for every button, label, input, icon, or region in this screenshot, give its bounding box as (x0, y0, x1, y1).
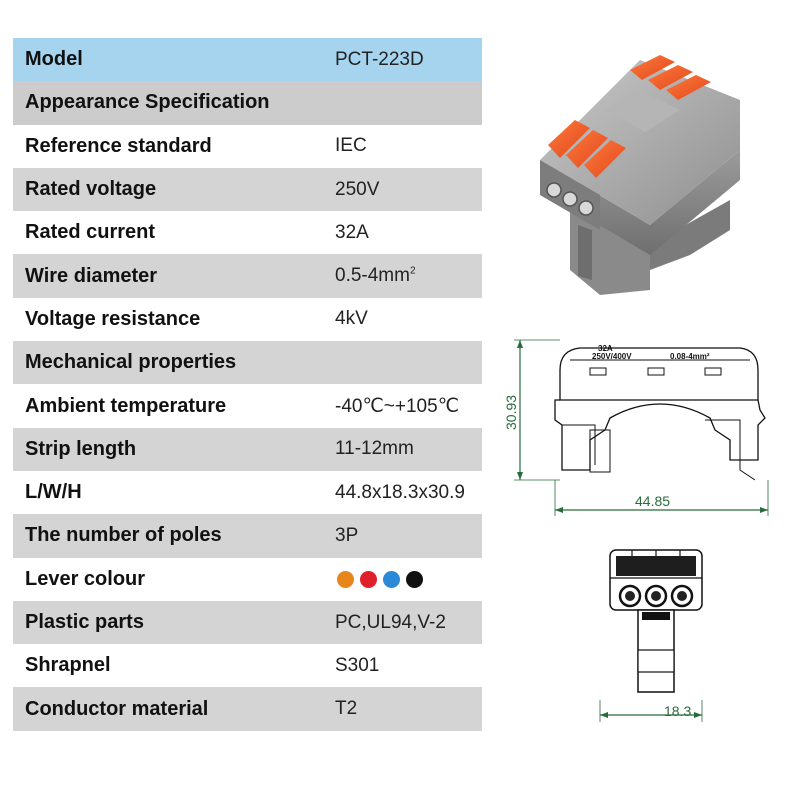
row-voltage-resistance: Voltage resistance 4kV (13, 297, 482, 342)
value-ambient-temperature: -40℃~+105℃ (335, 395, 460, 417)
width-dimension-label: 18.3 (664, 703, 691, 719)
value-plastic-parts: PC,UL94,V-2 (335, 611, 446, 633)
value-wire-diameter-sup: 2 (409, 265, 416, 277)
red-swatch (360, 570, 377, 588)
value-number-of-poles: 3P (335, 524, 359, 546)
marking-current: 32A (598, 344, 613, 353)
label-strip-length: Strip length (25, 437, 137, 460)
label-wire-diameter: Wire diameter (25, 264, 158, 287)
label-lwh: L/W/H (25, 481, 82, 504)
value-rated-current: 32A (335, 221, 369, 243)
row-reference-standard: Reference standard IEC (13, 124, 482, 168)
connector-product-image (540, 55, 740, 295)
side-dimension-drawing: 32A 250V/400V 0.08-4mm² 30.93 44.85 (503, 339, 769, 516)
label-lever-colour: Lever colour (25, 567, 146, 590)
orange-swatch (337, 570, 354, 588)
label-reference-standard: Reference standard (25, 134, 212, 157)
value-shrapnel: S301 (335, 654, 380, 676)
row-wire-diameter: Wire diameter 0.5-4mm2 (13, 254, 482, 298)
spec-table: Model PCT-223D Appearance Specification … (13, 38, 482, 731)
value-wire-diameter: 0.5-4mm2 (335, 265, 416, 287)
row-strip-length: Strip length 11-12mm (13, 427, 482, 471)
label-model: Model (25, 48, 83, 71)
value-strip-length: 11-12mm (335, 438, 414, 460)
row-lwh: L/W/H 44.8x18.3x30.9 (13, 470, 482, 515)
marking-wire: 0.08-4mm² (670, 352, 710, 361)
height-dimension-label: 30.93 (503, 395, 519, 430)
label-number-of-poles: The number of poles (25, 524, 222, 547)
row-rated-voltage: Rated voltage 250V (13, 167, 482, 212)
label-mechanical-properties: Mechanical properties (25, 351, 237, 374)
row-number-of-poles: The number of poles 3P (13, 514, 482, 558)
label-voltage-resistance: Voltage resistance (25, 307, 201, 330)
front-dimension-drawing: 18.3 (599, 549, 703, 722)
value-reference-standard: IEC (335, 135, 367, 157)
row-shrapnel: Shrapnel S301 (13, 644, 482, 688)
row-model: Model PCT-223D (13, 38, 482, 82)
row-mechanical-properties: Mechanical properties (13, 341, 482, 385)
row-lever-colour: Lever colour (13, 557, 482, 601)
label-conductor-material: Conductor material (25, 697, 209, 720)
black-swatch (406, 570, 423, 588)
row-rated-current: Rated current 32A (13, 211, 482, 255)
label-rated-current: Rated current (25, 221, 156, 244)
marking-voltage: 250V/400V (592, 352, 632, 361)
value-model: PCT-223D (335, 48, 424, 70)
blue-swatch (383, 570, 400, 588)
label-appearance-spec: Appearance Specification (25, 91, 270, 114)
row-appearance-spec: Appearance Specification (13, 81, 482, 125)
label-rated-voltage: Rated voltage (25, 178, 157, 201)
value-lwh: 44.8x18.3x30.9 (335, 481, 465, 503)
value-voltage-resistance: 4kV (335, 308, 368, 330)
row-ambient-temperature: Ambient temperature -40℃~+105℃ (13, 384, 482, 428)
value-conductor-material: T2 (335, 698, 358, 720)
value-rated-voltage: 250V (335, 178, 380, 200)
length-dimension-label: 44.85 (635, 493, 670, 509)
value-wire-diameter-text: 0.5-4mm (335, 265, 410, 287)
row-conductor-material: Conductor material T2 (13, 687, 482, 731)
label-plastic-parts: Plastic parts (25, 611, 144, 633)
row-plastic-parts: Plastic parts PC,UL94,V-2 (13, 600, 482, 645)
label-shrapnel: Shrapnel (25, 654, 111, 677)
label-ambient-temperature: Ambient temperature (25, 394, 227, 417)
lever-colour-swatches (337, 570, 423, 588)
